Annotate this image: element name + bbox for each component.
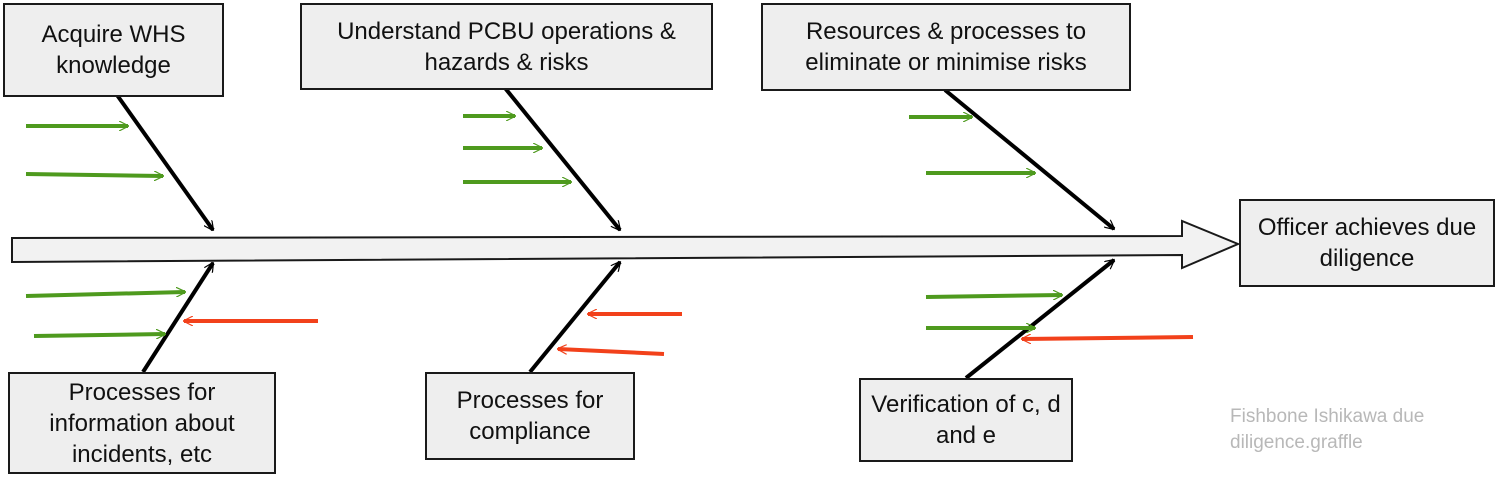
- category-box-bottom-right: Verification of c, d and e: [859, 378, 1073, 462]
- category-label-top-middle: Understand PCBU operations & hazards & r…: [337, 17, 676, 76]
- green-arrow-10: [925, 295, 1062, 297]
- spine-arrow: [11, 219, 1241, 270]
- red-arrow-3: [558, 349, 665, 356]
- category-box-bottom-left: Processes for information about incident…: [8, 372, 276, 474]
- green-arrow-2: [25, 174, 163, 176]
- green-arrow-3: [25, 292, 185, 298]
- red-arrow-4: [1022, 337, 1194, 339]
- green-arrow-4: [33, 334, 165, 336]
- file-name-watermark: Fishbone Ishikawa due diligence.graffle: [1230, 406, 1425, 453]
- category-box-bottom-middle: Processes for compliance: [425, 372, 635, 460]
- category-box-top-right: Resources & processes to eliminate or mi…: [761, 3, 1131, 91]
- bone-bottom-middle: [528, 262, 622, 374]
- category-label-bottom-middle: Processes for compliance: [456, 387, 604, 445]
- category-box-top-left: Acquire WHS knowledge: [3, 3, 224, 97]
- category-label-bottom-left: Processes for information about incident…: [49, 378, 235, 468]
- effect-label: Officer achieves due diligence: [1257, 214, 1477, 272]
- category-box-top-middle: Understand PCBU operations & hazards & r…: [300, 3, 713, 90]
- bone-bottom-right: [964, 258, 1114, 380]
- bone-top-middle: [503, 86, 622, 230]
- category-label-top-left: Acquire WHS knowledge: [41, 21, 186, 79]
- category-label-bottom-right: Verification of c, d and e: [871, 391, 1061, 449]
- effect-box: Officer achieves due diligence: [1239, 199, 1495, 287]
- bone-bottom-left: [141, 263, 215, 374]
- bone-top-left: [115, 93, 215, 230]
- category-label-top-right: Resources & processes to eliminate or mi…: [805, 18, 1087, 76]
- bone-top-right: [943, 88, 1114, 231]
